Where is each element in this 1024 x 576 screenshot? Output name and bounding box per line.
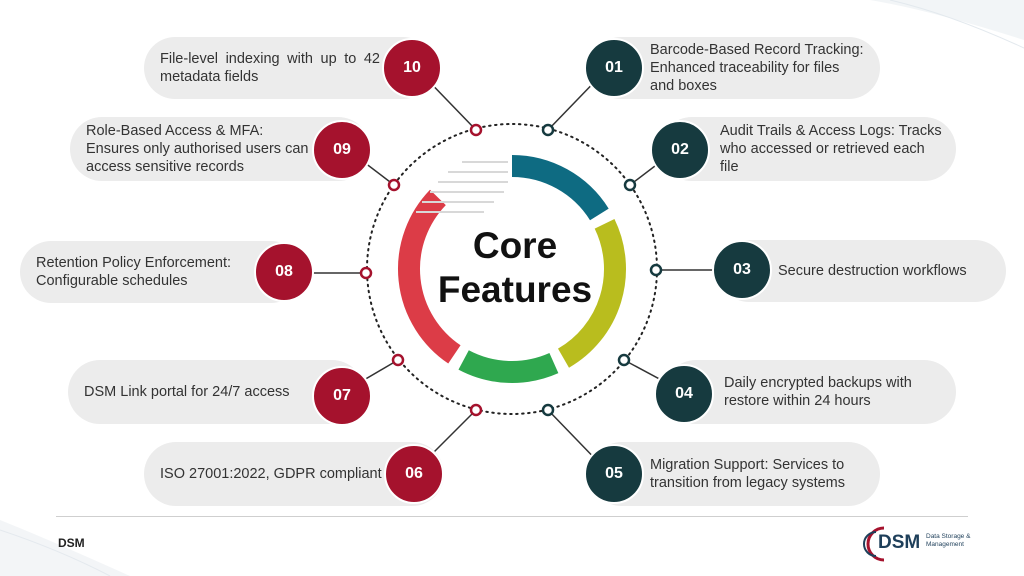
- feature-text-08: Retention Policy Enforcement: Configurab…: [36, 255, 232, 289]
- feature-number-10: 10: [382, 38, 442, 98]
- connector-dot-05: [541, 403, 555, 417]
- feature-text-04: Daily encrypted backups with restore wit…: [724, 375, 912, 409]
- connector-dot-01: [541, 123, 555, 137]
- feature-text-06: ISO 27001:2022, GDPR compliant: [160, 466, 382, 482]
- title-line-2: Features: [437, 269, 593, 310]
- feature-number-07: 07: [312, 366, 372, 426]
- feature-number-01: 01: [584, 38, 644, 98]
- feature-text-02: Audit Trails & Access Logs: Tracks who a…: [720, 123, 942, 175]
- connector-dot-04: [617, 353, 631, 367]
- connector-dot-02: [623, 178, 637, 192]
- connector-dot-10: [469, 123, 483, 137]
- logo-tagline: Data Storage & Management: [926, 533, 971, 548]
- feature-number-09: 09: [312, 120, 372, 180]
- hatch-marks: [416, 161, 508, 213]
- core-features-title: Core Features: [420, 224, 610, 312]
- footer-label: DSM: [58, 536, 85, 550]
- footer-divider: [56, 516, 968, 517]
- feature-number-06: 06: [384, 444, 444, 504]
- ring-segment-olive: [557, 219, 626, 368]
- ring-segment-blue: [511, 155, 609, 221]
- feature-pill-07: DSM Link portal for 24/7 access: [68, 360, 364, 424]
- feature-text-10: File-level indexing with up to 42 metada…: [160, 51, 380, 85]
- feature-number-08: 08: [254, 242, 314, 302]
- feature-number-02: 02: [650, 120, 710, 180]
- decorative-corner-bottom-left: [0, 520, 130, 576]
- dsm-logo-mark: [863, 526, 885, 562]
- feature-text-05: Migration Support: Services to transitio…: [650, 457, 846, 491]
- connector-dot-08: [359, 266, 373, 280]
- connector-dot-09: [387, 178, 401, 192]
- feature-number-04: 04: [654, 364, 714, 424]
- feature-text-09: Role-Based Access & MFA: Ensures only au…: [86, 123, 309, 175]
- feature-text-07: DSM Link portal for 24/7 access: [84, 384, 290, 400]
- feature-number-03: 03: [712, 240, 772, 300]
- feature-pill-08: Retention Policy Enforcement: Configurab…: [20, 241, 302, 303]
- connector-dot-07: [391, 353, 405, 367]
- ring-segment-green: [458, 350, 559, 383]
- logo-name: DSM: [878, 532, 921, 553]
- connector-dot-03: [649, 263, 663, 277]
- ring-segment-red: [398, 189, 461, 364]
- feature-text-01: Barcode-Based Record Tracking: Enhanced …: [650, 42, 864, 94]
- title-line-1: Core: [472, 225, 558, 266]
- feature-number-05: 05: [584, 444, 644, 504]
- connector-dot-06: [469, 403, 483, 417]
- feature-text-03: Secure destruction workflows: [778, 263, 967, 279]
- decorative-corner-top-right: [870, 0, 1024, 49]
